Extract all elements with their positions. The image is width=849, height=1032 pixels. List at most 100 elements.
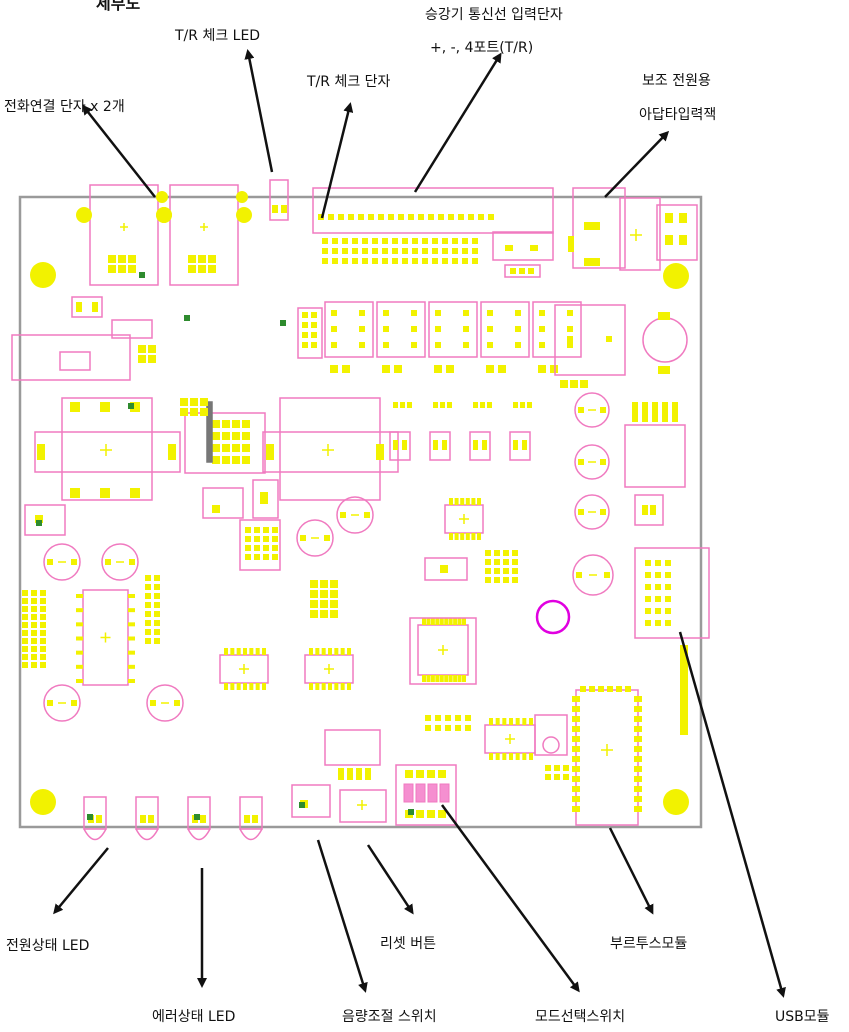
plus-mark bbox=[200, 223, 208, 231]
pad bbox=[22, 654, 28, 660]
pad bbox=[372, 238, 378, 244]
pad bbox=[40, 622, 46, 628]
pad bbox=[468, 214, 474, 220]
pad bbox=[300, 535, 306, 541]
pad bbox=[190, 408, 198, 416]
pad bbox=[108, 265, 116, 273]
pad bbox=[495, 718, 500, 725]
pad bbox=[330, 600, 338, 608]
pad bbox=[672, 402, 678, 422]
pad bbox=[606, 336, 612, 342]
pad bbox=[212, 456, 220, 464]
pad bbox=[31, 662, 37, 668]
pad-round bbox=[76, 207, 92, 223]
pad bbox=[242, 456, 250, 464]
pad bbox=[322, 248, 328, 254]
pad bbox=[40, 598, 46, 604]
pad bbox=[31, 622, 37, 628]
pad bbox=[634, 796, 642, 802]
pad bbox=[272, 545, 278, 551]
pad bbox=[331, 326, 337, 332]
pad bbox=[154, 602, 160, 608]
pad bbox=[515, 753, 520, 760]
pad bbox=[224, 683, 228, 690]
pad bbox=[473, 402, 478, 408]
dip-lever bbox=[403, 783, 414, 803]
pad bbox=[243, 648, 247, 655]
pad bbox=[376, 444, 384, 460]
pad bbox=[245, 554, 251, 560]
capacitor-outline bbox=[574, 494, 610, 530]
reset-button-outline bbox=[339, 789, 387, 823]
pad bbox=[200, 815, 206, 823]
pad bbox=[105, 559, 111, 565]
pad-round bbox=[236, 191, 248, 203]
pad bbox=[118, 265, 126, 273]
pad bbox=[31, 614, 37, 620]
pad bbox=[22, 598, 28, 604]
dip-lever bbox=[427, 783, 438, 803]
phone-jack-outline bbox=[169, 184, 239, 286]
mounting-hole bbox=[30, 262, 56, 288]
pad bbox=[154, 593, 160, 599]
pad bbox=[145, 611, 151, 617]
pad bbox=[427, 810, 435, 818]
pad bbox=[435, 310, 441, 316]
board-layer bbox=[11, 179, 710, 841]
pad bbox=[188, 255, 196, 263]
pad bbox=[679, 235, 687, 245]
pad bbox=[567, 326, 573, 332]
pad bbox=[342, 238, 348, 244]
pad bbox=[130, 488, 140, 498]
pad bbox=[486, 365, 494, 373]
pad bbox=[40, 654, 46, 660]
pad bbox=[252, 815, 258, 823]
pad bbox=[550, 365, 558, 373]
pad bbox=[642, 505, 648, 515]
pad bbox=[604, 572, 610, 578]
pad bbox=[452, 258, 458, 264]
pad bbox=[272, 205, 278, 213]
pad bbox=[108, 255, 116, 263]
plus-mark bbox=[357, 800, 367, 810]
pad bbox=[432, 248, 438, 254]
pad bbox=[416, 770, 424, 778]
transformer-left bbox=[61, 397, 153, 501]
arrow-power-led bbox=[53, 847, 109, 915]
pad bbox=[572, 806, 580, 812]
plus-mark bbox=[438, 645, 448, 655]
capacitor-outline bbox=[574, 392, 610, 428]
pad bbox=[254, 554, 260, 560]
pad bbox=[40, 606, 46, 612]
pin1-marker bbox=[139, 272, 145, 278]
pad bbox=[359, 326, 365, 332]
dip-switch-outline bbox=[395, 764, 457, 826]
pad bbox=[580, 380, 588, 388]
pad bbox=[494, 568, 500, 574]
pad bbox=[392, 248, 398, 254]
pad bbox=[655, 596, 661, 602]
pad bbox=[128, 265, 136, 273]
pad bbox=[145, 593, 151, 599]
plus-mark bbox=[100, 444, 112, 456]
label-tr-check-led: T/R 체크 LED bbox=[175, 28, 261, 44]
pad bbox=[572, 726, 580, 732]
pad bbox=[465, 715, 471, 721]
pad bbox=[398, 214, 404, 220]
pad bbox=[315, 683, 320, 690]
pad bbox=[568, 236, 574, 252]
pad bbox=[255, 683, 260, 690]
pad bbox=[438, 810, 446, 818]
pad bbox=[31, 630, 37, 636]
pad bbox=[352, 238, 358, 244]
pad bbox=[154, 611, 160, 617]
pad bbox=[567, 336, 573, 342]
pad bbox=[198, 255, 206, 263]
pad bbox=[509, 753, 513, 760]
pad bbox=[362, 248, 368, 254]
pad bbox=[411, 326, 417, 332]
board-outline bbox=[18, 195, 703, 829]
pad bbox=[352, 248, 358, 254]
pad bbox=[347, 648, 351, 655]
pad bbox=[342, 258, 348, 264]
